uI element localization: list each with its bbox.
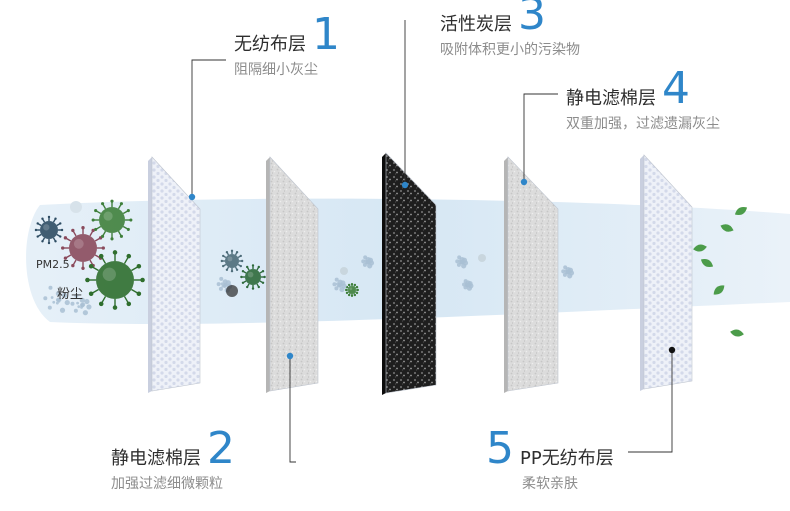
bubble-icon [70, 201, 82, 213]
layer-2-number: 2 [207, 423, 235, 474]
bubble-icon [340, 267, 348, 275]
layer-4-title: 静电滤棉层 [566, 88, 656, 109]
bubble-icon [478, 254, 486, 262]
layer-3-title: 活性炭层 [440, 14, 512, 35]
leaf-icon [720, 224, 734, 232]
leaf-icon [700, 258, 714, 268]
callout-layer-5: 5 PP无纺布层 柔软亲肤 [486, 423, 614, 493]
layer-5-subtitle: 柔软亲肤 [522, 476, 578, 492]
layer-1-panel [151, 156, 201, 392]
layer-1-leader-line [191, 59, 226, 197]
layer-3-number: 3 [518, 0, 546, 40]
dust-particle-icon [361, 255, 375, 269]
layer-3-panel-edge [382, 153, 386, 395]
layer-3-marker-dot [401, 181, 409, 189]
layer-5-title: PP无纺布层 [520, 448, 614, 469]
virus-icon [91, 199, 133, 241]
layer-2-panel-edge [266, 157, 270, 393]
layer-2-marker-dot [286, 352, 294, 360]
dust-particle-icon [462, 279, 474, 291]
soot-particle-icon [226, 285, 238, 297]
callout-layer-3: 活性炭层 3 吸附体积更小的污染物 [440, 0, 580, 59]
virus-icon [85, 250, 145, 310]
virus-icon [220, 249, 244, 273]
layer-2-title: 静电滤棉层 [111, 448, 201, 469]
layer-4-marker-dot [520, 178, 528, 186]
callout-layer-4: 静电滤棉层 4 双重加强，过滤遗漏灰尘 [566, 63, 720, 133]
layer-4-number: 4 [662, 63, 690, 114]
layer-4-panel [507, 156, 559, 392]
pm25-label: PM2.5 [36, 258, 70, 271]
leaf-icon [730, 329, 744, 337]
dust-particle-icon [43, 285, 70, 313]
layer-4-subtitle: 双重加强，过滤遗漏灰尘 [566, 116, 720, 132]
layer-2-panel [269, 156, 319, 392]
dust-particle-icon [332, 277, 347, 293]
dust-particle-icon [561, 265, 575, 279]
layer-4-leader-line [523, 93, 558, 182]
dust-label: 粉尘 [57, 287, 84, 302]
layer-5-leader-line [628, 350, 673, 453]
layer-3-subtitle: 吸附体积更小的污染物 [440, 42, 580, 58]
callout-layer-1: 无纺布层 1 阻隔细小灰尘 [234, 9, 340, 79]
layer-4-panel-edge [504, 157, 508, 393]
virus-icon [61, 226, 105, 270]
layer-5-marker-dot [668, 346, 676, 354]
layer-1-panel-edge [148, 157, 152, 393]
callout-layer-2: 静电滤棉层 2 加强过滤细微颗粒 [111, 423, 235, 493]
virus-icon [345, 283, 359, 297]
virus-icon [34, 215, 64, 245]
leaf-icon [713, 285, 725, 295]
virus-icon [240, 264, 266, 290]
layer-1-subtitle: 阻隔细小灰尘 [234, 62, 318, 78]
layer-1-title: 无纺布层 [234, 34, 306, 55]
layer-2-subtitle: 加强过滤细微颗粒 [111, 476, 223, 492]
leaf-icon [693, 244, 707, 252]
layer-1-marker-dot [188, 193, 196, 201]
layer-1-number: 1 [312, 9, 340, 60]
leaf-icon [734, 206, 748, 216]
layer-5-panel-edge [640, 155, 644, 391]
layer-3-panel [385, 152, 437, 394]
layer-2-leader-line [289, 356, 296, 463]
layer-5-panel [643, 154, 693, 390]
dust-particle-icon [455, 255, 469, 269]
dust-particle-icon [70, 293, 92, 316]
layer-5-number: 5 [486, 423, 514, 474]
